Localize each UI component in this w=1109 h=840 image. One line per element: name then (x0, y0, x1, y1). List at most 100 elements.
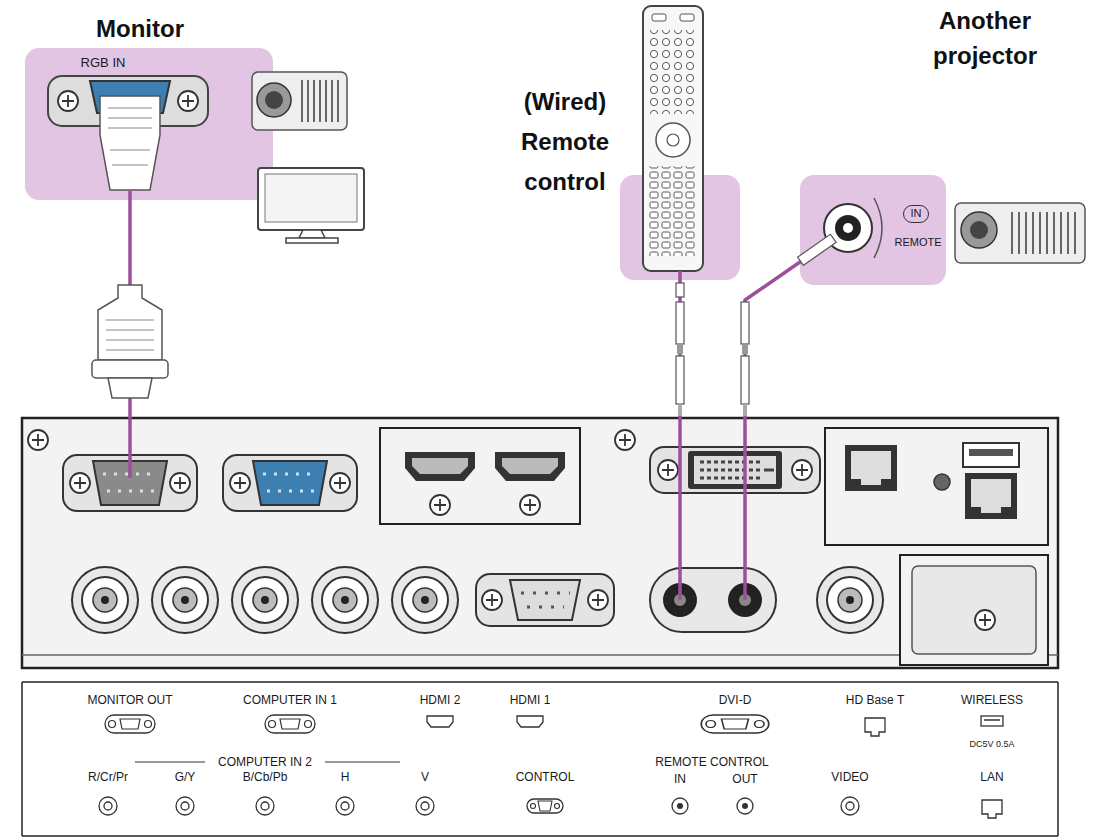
display-frame (258, 168, 364, 230)
screw (330, 473, 350, 493)
projector-vents (1012, 212, 1075, 254)
cable (678, 271, 682, 280)
port-label: CONTROL (505, 770, 585, 784)
port-label: DC5V 0.5A (952, 737, 1032, 751)
dsub-shell (90, 81, 170, 113)
bnc-jack (312, 567, 378, 633)
rj45-face (971, 479, 1011, 507)
dsub-pins (521, 592, 570, 595)
dsub-plate (476, 574, 614, 626)
projector-lens-core (265, 91, 283, 109)
screw (178, 91, 198, 111)
bnc-jack (152, 567, 218, 633)
hdmi-icon (427, 716, 453, 727)
jack-ring (824, 204, 872, 252)
cable (745, 262, 800, 418)
vga-plug-plate (92, 360, 168, 378)
port-label: HDMI 1 (500, 693, 560, 707)
jack-surround (874, 198, 882, 258)
jack-hole (674, 594, 686, 606)
rj45-face (851, 451, 891, 479)
projector-vents (302, 80, 338, 122)
port-label: V (410, 770, 440, 784)
group-bracket (325, 761, 400, 762)
bnc-icon (841, 797, 859, 815)
dsub-pins (267, 490, 314, 493)
port-label: WIRELESS (947, 693, 1037, 707)
label-strip-edge (21, 682, 23, 836)
jack-icon (672, 798, 688, 814)
remote-keypad (649, 166, 697, 256)
projector-lens (961, 212, 997, 248)
screw (975, 610, 995, 630)
remote-button (680, 14, 694, 21)
icon-shell (538, 801, 552, 811)
remote-button (652, 14, 666, 21)
device-heading: Monitor (60, 14, 220, 44)
dvi-pins (700, 461, 760, 464)
port-label: REMOTE (883, 235, 953, 249)
rj45-port (845, 445, 897, 491)
bnc-icon (176, 797, 194, 815)
dsub-icon (105, 715, 155, 733)
dsub-shell (253, 461, 327, 505)
usb-icon (981, 716, 1003, 726)
dsub-icon (527, 799, 563, 813)
dvi-icon (701, 715, 769, 733)
rj45-port (965, 473, 1017, 519)
label-strip-edge (22, 835, 1058, 837)
hdmi-icon (517, 716, 543, 727)
screw (28, 430, 48, 450)
jack-plug-tip (742, 344, 748, 354)
usb-tongue (969, 449, 1013, 456)
display-stand (299, 230, 325, 238)
hdmi-port-inner (412, 458, 468, 474)
jack-plug-tip (677, 344, 683, 354)
bnc-jack (72, 567, 138, 633)
bnc-icon (336, 797, 354, 815)
dvi-plate (650, 447, 820, 493)
indicator (934, 474, 950, 490)
jack-plug (741, 356, 749, 404)
dsub-pins (107, 490, 154, 493)
port-label: MONITOR OUT (70, 693, 190, 707)
port-label: COMPUTER IN 2 (205, 755, 325, 769)
label-strip-edge (1057, 682, 1059, 836)
vga-plug-hood (98, 285, 162, 360)
port-label: OUT (725, 772, 765, 786)
cover-plate (912, 566, 1036, 654)
screw (70, 473, 90, 493)
dsub-plate (48, 76, 208, 126)
dsub-shell (93, 461, 167, 505)
dsub-icon (265, 715, 315, 733)
port-label: HDMI 2 (410, 693, 470, 707)
dvi-shell (688, 451, 782, 489)
usb-port (963, 443, 1019, 467)
jack-plug (676, 283, 684, 297)
port-label: IN (903, 205, 929, 223)
dsub-pins (103, 473, 158, 476)
remote-nav (656, 123, 690, 157)
projector-body (955, 203, 1085, 263)
display-base (286, 238, 338, 243)
jack-socket (728, 583, 762, 617)
bnc-jack (817, 567, 883, 633)
icon-screw (555, 804, 560, 809)
device-box: (Wired) Remote control (620, 175, 740, 280)
dsub-pins (263, 473, 318, 476)
jack-plug (676, 302, 684, 344)
remote-body (643, 6, 703, 271)
jack-plug (798, 234, 837, 265)
dvi-pins (700, 469, 760, 472)
jack-plug (676, 356, 684, 404)
rear-panel: MONITOR OUTCOMPUTER IN 1HDMI 2HDMI 1DVI-… (20, 418, 1062, 838)
bnc-icon (99, 797, 117, 815)
device-box: Another projectorINREMOTE (800, 175, 946, 285)
screw (482, 590, 502, 610)
jack-plug (741, 302, 749, 344)
dsub-shell (510, 580, 580, 620)
screw (430, 495, 450, 515)
cable (128, 200, 132, 418)
cover (900, 555, 1048, 665)
